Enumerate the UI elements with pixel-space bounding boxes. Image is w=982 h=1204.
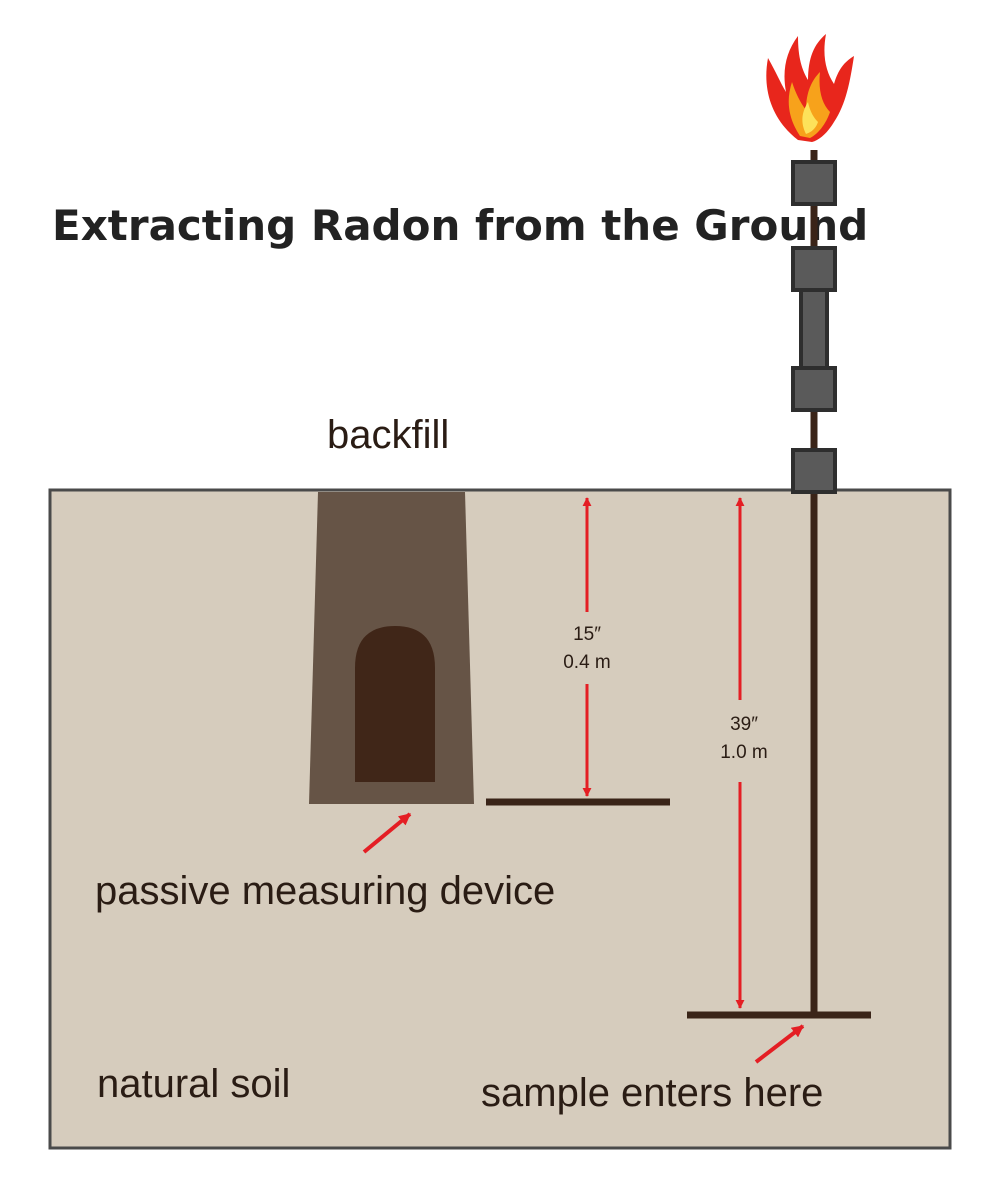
pipe-fitting-sleeve	[799, 288, 829, 370]
passive-measuring-device	[355, 626, 435, 782]
shallow-depth-imperial: 15″	[573, 624, 601, 645]
backfill-label: backfill	[327, 413, 449, 457]
natural-soil-block	[48, 488, 952, 1150]
diagram-title: Extracting Radon from the Ground	[52, 201, 868, 250]
deep-depth-metric: 1.0 m	[720, 742, 768, 763]
sample-enters-label: sample enters here	[481, 1071, 823, 1115]
pipe-fitting	[791, 448, 837, 494]
natural-soil-label: natural soil	[97, 1062, 290, 1106]
pipe-fitting	[791, 160, 837, 206]
shallow-depth-metric: 0.4 m	[563, 652, 611, 673]
passive-device-label: passive measuring device	[95, 869, 555, 913]
pipe-fitting	[791, 366, 837, 412]
pipe-fitting	[791, 246, 837, 292]
device-pointer-arrow	[362, 812, 412, 854]
deep-depth-imperial: 39″	[730, 714, 758, 735]
sample-pointer-arrow	[754, 1024, 805, 1064]
flame-icon	[766, 34, 854, 142]
